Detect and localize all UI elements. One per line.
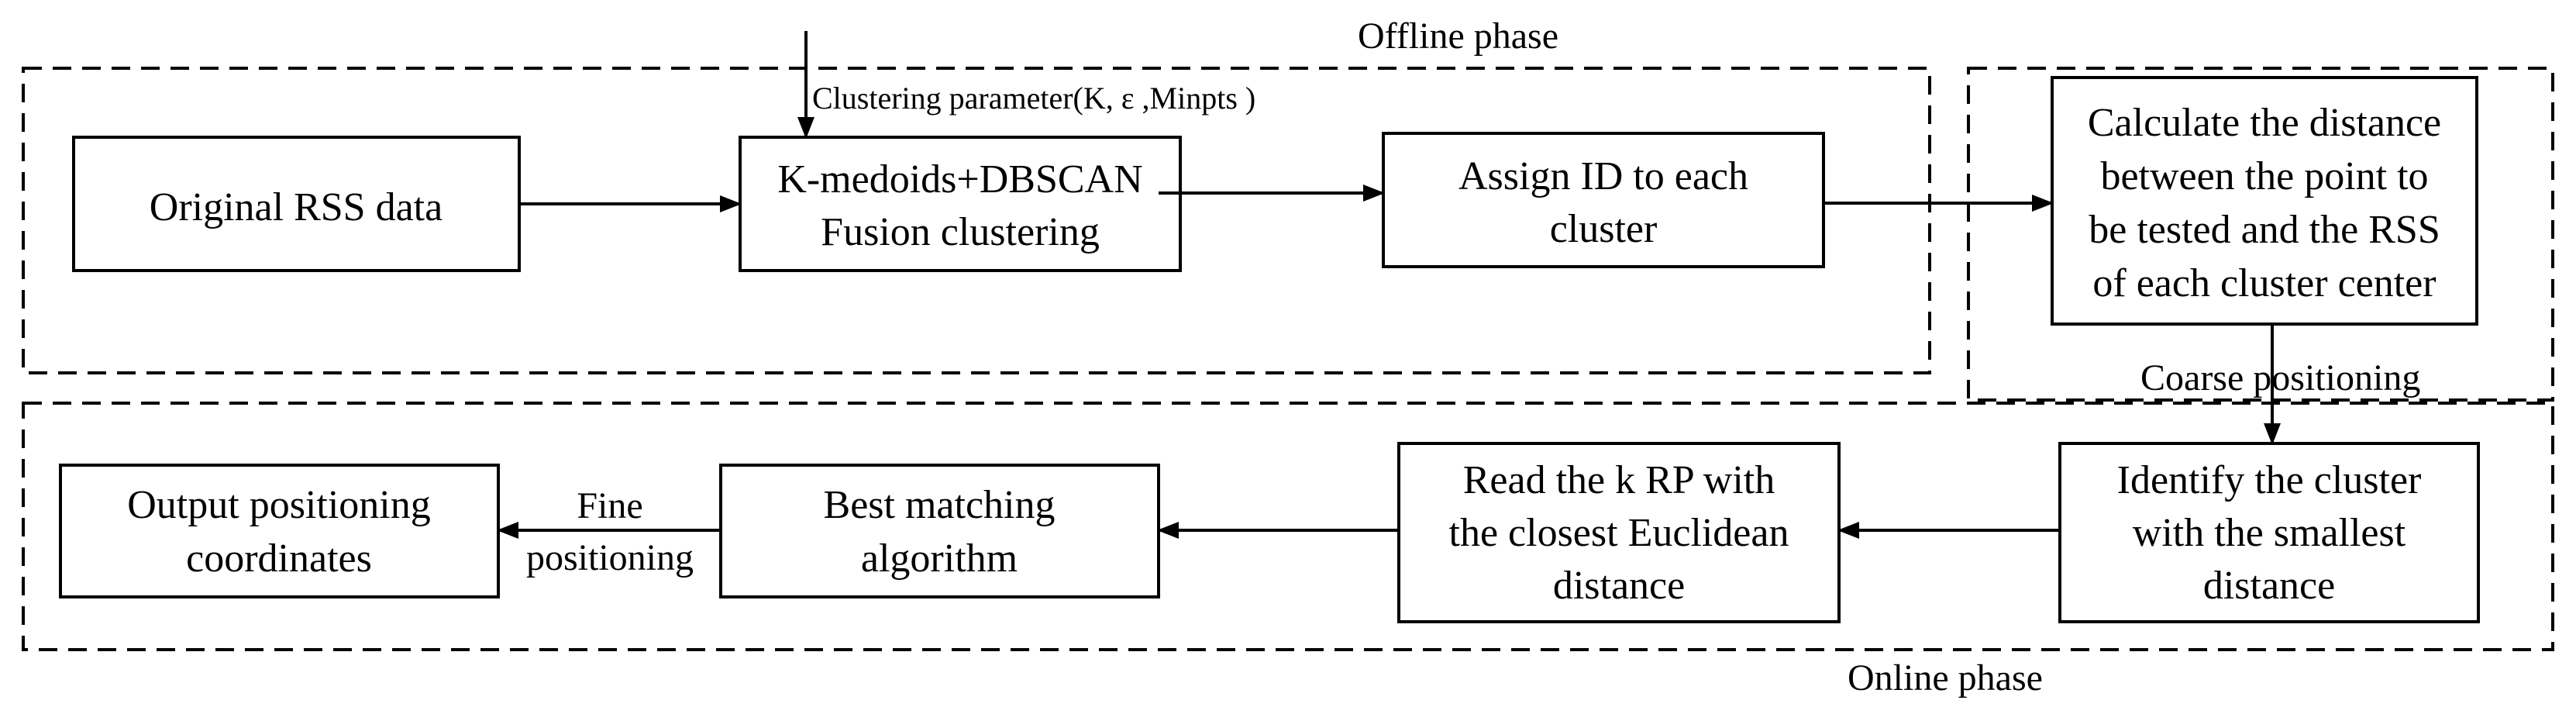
identify-line-2: with the smallest: [2133, 511, 2406, 555]
read-line-3: distance: [1553, 564, 1685, 608]
best-line-2: algorithm: [861, 536, 1018, 581]
best-line-1: Best matching: [824, 483, 1056, 527]
offline-phase-label: Offline phase: [1358, 16, 1558, 57]
calc-line-1: Calculate the distance: [2088, 101, 2441, 145]
read-line-1: Read the k RP with: [1463, 458, 1775, 502]
calc-line-3: be tested and the RSS: [2089, 208, 2440, 252]
online-coarse-region: [1967, 67, 2554, 402]
clustering-parameter-label: Clustering parameter(K, ε ,Minpts ): [812, 81, 1255, 116]
best-matching-node: Best matching algorithm: [719, 464, 1160, 598]
assign-id-node: Assign ID to each cluster: [1382, 132, 1825, 268]
assign-id-line-2: cluster: [1550, 207, 1658, 251]
original-rss-line-1: Original RSS data: [150, 185, 443, 229]
calc-line-2: between the point to: [2100, 154, 2428, 198]
identify-cluster-node: Identify the cluster with the smallest d…: [2058, 442, 2480, 623]
original-rss-node: Original RSS data: [72, 136, 521, 272]
output-line-1: Output positioning: [127, 483, 430, 527]
identify-line-3: distance: [2203, 564, 2335, 608]
offline-phase-region: [22, 67, 1931, 374]
assign-id-line-1: Assign ID to each: [1458, 154, 1748, 198]
read-k-rp-node: Read the k RP with the closest Euclidean…: [1397, 442, 1841, 623]
online-phase-region: [22, 402, 2554, 651]
fusion-line-2: Fusion clustering: [821, 210, 1100, 254]
output-line-2: coordinates: [186, 536, 372, 581]
read-line-2: the closest Euclidean: [1449, 511, 1789, 555]
fine-positioning-line-2: positioning: [526, 537, 694, 578]
fine-positioning-line-1: Fine: [577, 485, 642, 526]
calc-line-4: of each cluster center: [2092, 261, 2436, 305]
coarse-positioning-label: Coarse positioning: [2140, 357, 2420, 398]
calc-distance-node: Calculate the distance between the point…: [2051, 76, 2478, 326]
output-node: Output positioning coordinates: [59, 464, 500, 598]
fusion-line-1: K-medoids+DBSCAN: [777, 157, 1142, 202]
identify-line-1: Identify the cluster: [2117, 458, 2422, 502]
online-phase-label: Online phase: [1848, 657, 2043, 698]
fusion-clustering-node: K-medoids+DBSCAN Fusion clustering: [739, 136, 1182, 272]
